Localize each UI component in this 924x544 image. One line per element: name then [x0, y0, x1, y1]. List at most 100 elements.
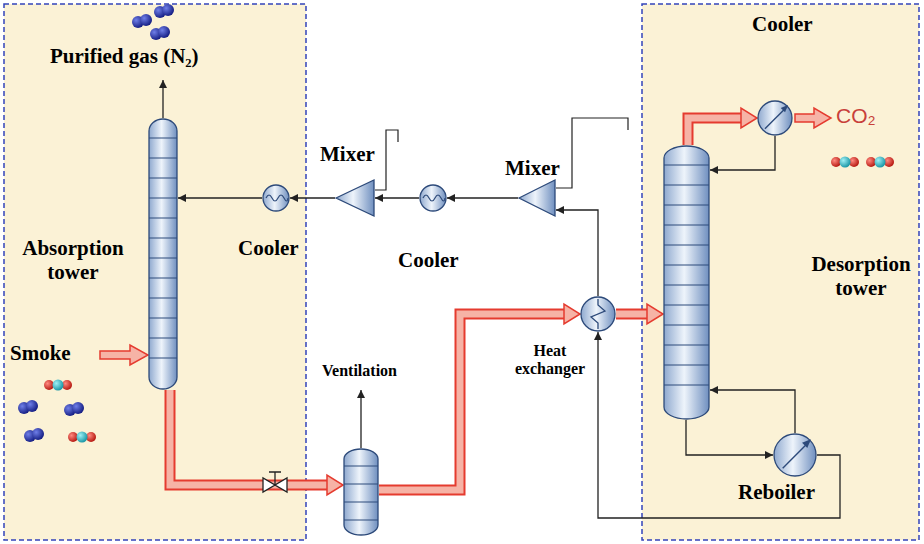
absorption-region: [4, 4, 306, 540]
drawing-part: [831, 157, 859, 168]
process-line: [710, 136, 775, 170]
drawing-part: [664, 305, 709, 306]
mixer: Mixer: [335, 179, 375, 217]
equipment-label: Desorption tower: [804, 252, 918, 300]
process-line: [710, 390, 795, 433]
drawing-part: [344, 484, 378, 485]
drawing-part: [149, 338, 177, 339]
drawing-part: [68, 432, 96, 443]
flow-outline: [688, 118, 742, 145]
drawing-part: [132, 14, 152, 28]
drawing-part: [336, 180, 374, 216]
drawing-part: [781, 105, 788, 112]
drawing-part: [664, 245, 709, 246]
drawing-part: [758, 101, 792, 135]
equipment-shape: [262, 184, 290, 212]
drawing-part: [149, 178, 177, 179]
drawing-part: [150, 26, 170, 40]
drawing-part: [24, 428, 44, 442]
equipment-label: Mixer: [320, 142, 375, 166]
equipment-label: Cooler: [398, 248, 459, 272]
equipment-shape: [773, 433, 817, 477]
process-line: [375, 198, 419, 199]
drawing-part: [266, 195, 288, 201]
drawing-part: [664, 225, 709, 226]
drawing-part: [664, 205, 709, 206]
drawing-part: [154, 4, 174, 18]
drawing-part: [344, 466, 378, 467]
equipment-label: Ventilation: [322, 362, 397, 380]
reboiler: Reboiler: [773, 433, 817, 477]
process-line: [178, 197, 262, 198]
process-line: [710, 136, 775, 170]
process-line: [710, 390, 795, 433]
process-line: [290, 197, 335, 198]
product-label: CO₂: [836, 104, 876, 128]
process-line: [178, 198, 262, 199]
equipment-shape: [580, 296, 616, 332]
flow-outline: [379, 314, 565, 490]
equipment-label: Cooler: [238, 236, 299, 260]
drawing-part: [664, 265, 709, 266]
drawing-part: [149, 158, 177, 159]
stream-label: Smoke: [10, 341, 71, 365]
drawing-part: [149, 318, 177, 319]
process-line: [686, 420, 773, 455]
drawing-part: [664, 365, 709, 366]
equipment-label: Heat exchanger: [505, 342, 595, 379]
drawing-part: [664, 385, 709, 386]
drawing-part: [664, 146, 709, 419]
cooler: Cooler: [419, 184, 447, 212]
process-line: [290, 198, 335, 199]
cooler: Cooler: [262, 184, 290, 212]
process-line: [598, 332, 840, 518]
makeup-line: [375, 130, 398, 190]
process-line: [598, 332, 840, 518]
arrow-head: [564, 304, 580, 324]
equipment-shape: [419, 184, 447, 212]
drawing-part: [263, 478, 275, 492]
drawing-part: [149, 238, 177, 239]
stream-label: Purified gas (N₂): [50, 44, 199, 68]
drawing-part: [344, 502, 378, 503]
equipment-label: Mixer: [505, 156, 560, 180]
drawing-part: [420, 185, 446, 211]
desorption-tower: Desorption tower: [663, 145, 710, 420]
drawing-part: [344, 520, 378, 521]
equipment-label: Cooler: [752, 12, 813, 36]
flow-outline: [170, 390, 328, 485]
solvent-flow-arrow: [616, 304, 663, 324]
makeup-line: [556, 118, 628, 188]
drawing-part: [64, 402, 84, 416]
flow-fill: [616, 311, 648, 318]
mixer: Mixer: [518, 179, 556, 217]
equipment-shape: [343, 448, 379, 536]
desorption-region: [642, 4, 919, 540]
smoke-inlet-arrow: [100, 345, 148, 365]
cooler: Cooler: [757, 100, 793, 136]
drawing-part: [664, 285, 709, 286]
drawing-part: [149, 358, 177, 359]
equipment-label: Absorption tower: [6, 236, 140, 284]
drawing-part: [149, 198, 177, 199]
drawing-part: [423, 195, 445, 201]
drawing-part: [664, 325, 709, 326]
equipment-shape: [335, 179, 375, 217]
co2-outlet-arrow: [795, 108, 831, 128]
drawing-part: [591, 299, 605, 329]
throttle-valve: [263, 472, 287, 492]
flow-fill: [688, 118, 742, 145]
flow-fill: [379, 314, 565, 490]
solvent-flow-arrow: [170, 390, 343, 495]
drawing-part: [519, 180, 555, 216]
drawing-part: [263, 185, 289, 211]
drawing-part: [664, 345, 709, 346]
drawing-part: [802, 439, 811, 448]
process-line: [686, 420, 773, 455]
flash-drum: Ventilation: [343, 448, 379, 536]
flow-fill: [170, 390, 328, 485]
process-line: [375, 197, 419, 198]
drawing-part: [149, 218, 177, 219]
solvent-flow-arrow: [688, 108, 757, 145]
